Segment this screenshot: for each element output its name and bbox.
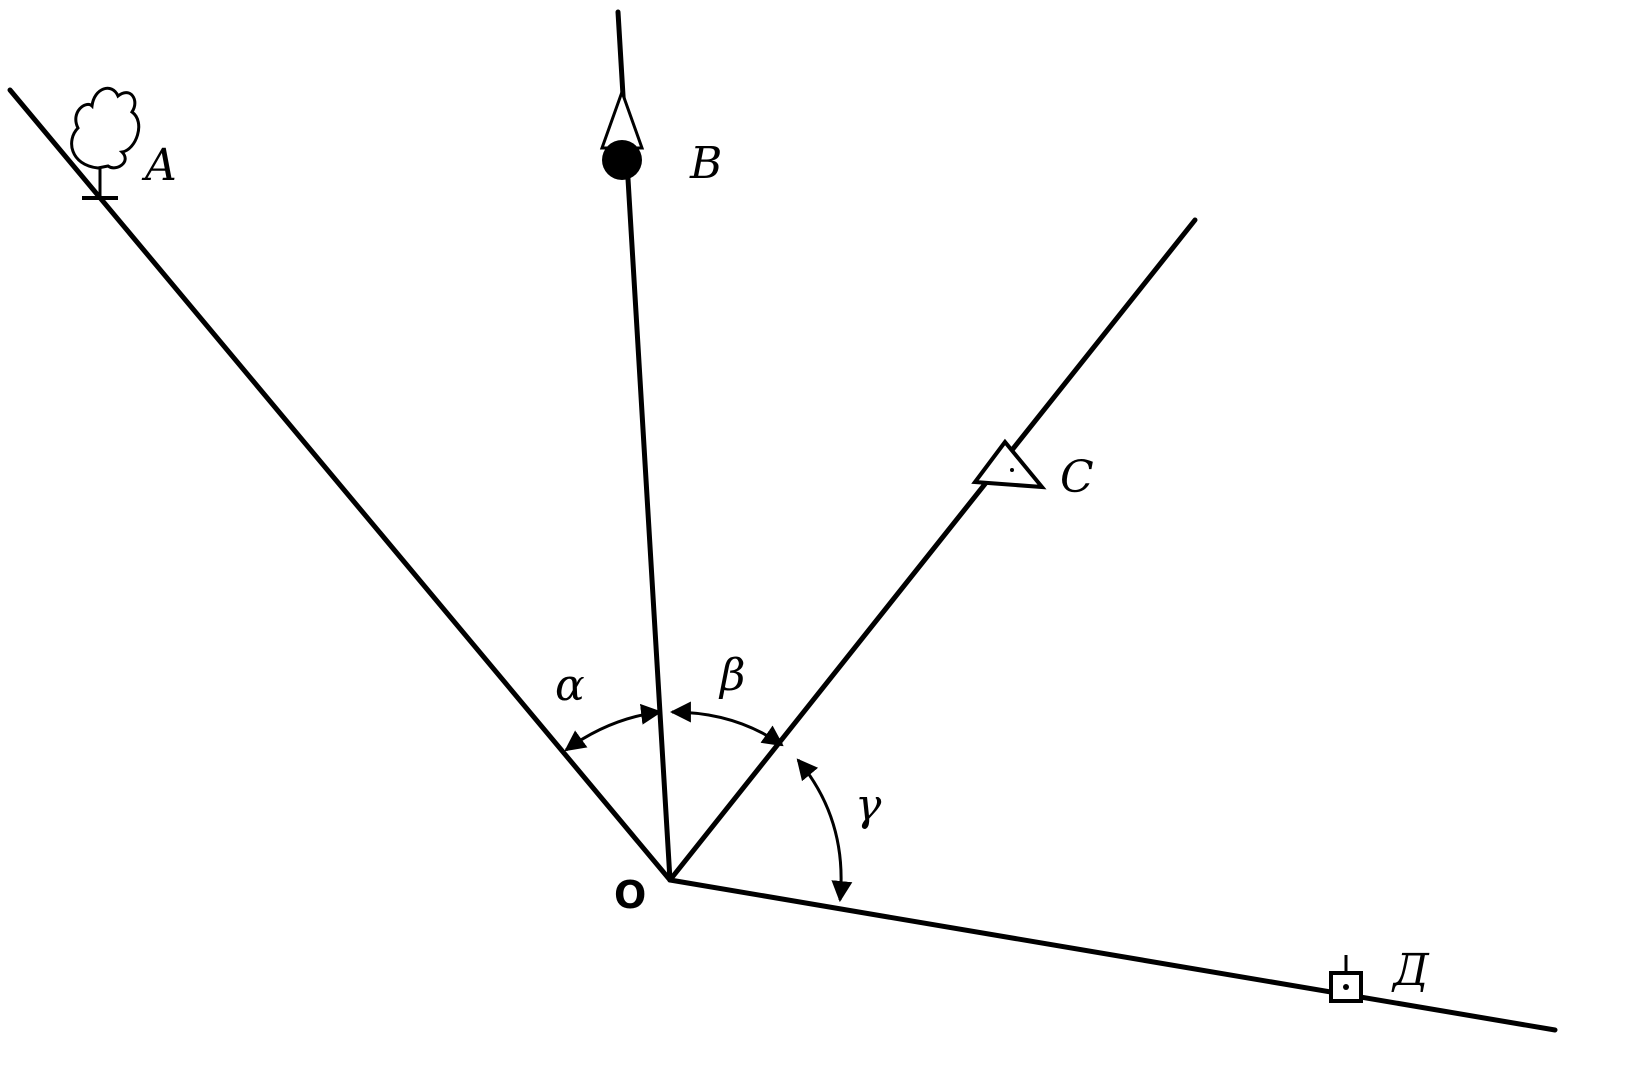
label-alpha: α <box>555 660 585 711</box>
arc-beta <box>669 701 784 747</box>
label-c: C <box>1060 452 1094 503</box>
pointed-marker-icon <box>599 87 645 180</box>
label-a: A <box>141 140 177 191</box>
ray-oa <box>7 87 673 883</box>
label-gamma: γ <box>855 780 882 831</box>
tree-icon <box>70 86 141 200</box>
ray-od <box>667 877 1558 1033</box>
label-b: B <box>689 138 722 189</box>
arc-alpha <box>564 703 663 752</box>
label-d: Д <box>1391 945 1430 996</box>
label-beta: β <box>718 650 745 701</box>
square-marker-icon <box>1329 955 1363 1003</box>
label-origin: O <box>614 873 646 917</box>
ray-oc <box>667 217 1198 883</box>
triangle-icon <box>971 438 1047 490</box>
arc-gamma <box>796 758 853 903</box>
